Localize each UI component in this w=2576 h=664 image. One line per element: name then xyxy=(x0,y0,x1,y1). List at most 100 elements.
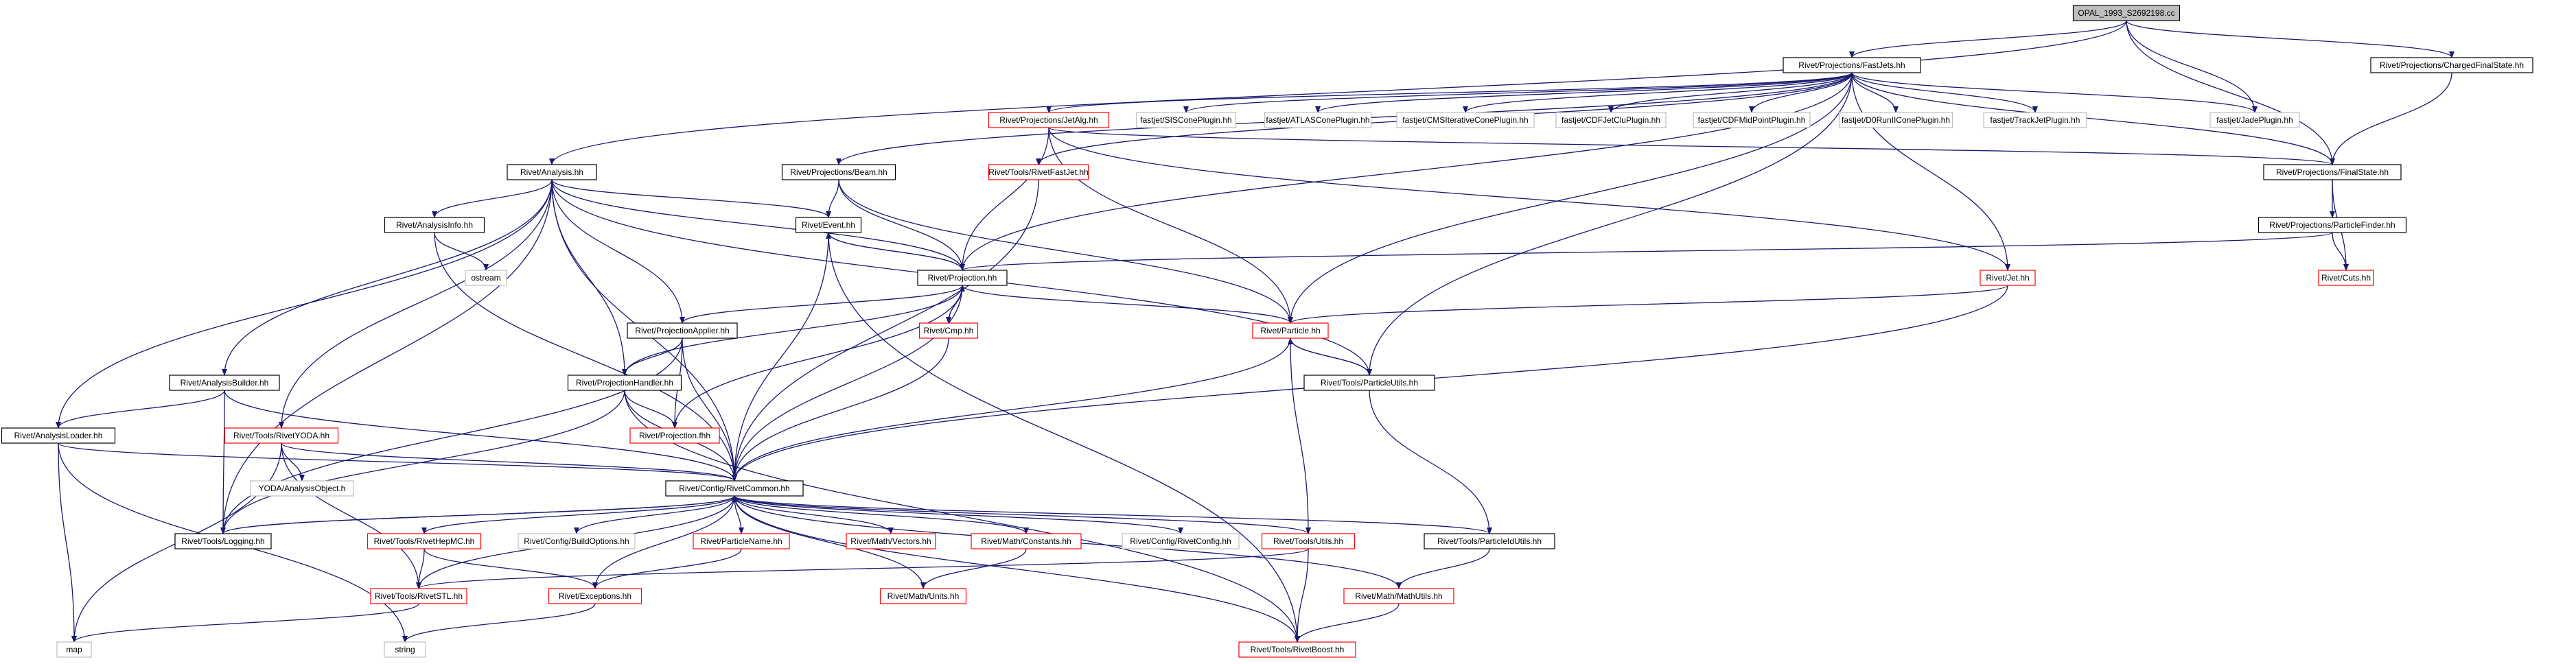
edge-analysis-to-analysisinfo xyxy=(432,179,553,218)
node-fastjets[interactable]: Rivet/Projections/FastJets.hh xyxy=(1783,57,1921,73)
node-logging[interactable]: Rivet/Tools/Logging.hh xyxy=(174,533,272,549)
edge-particleutils-to-particle xyxy=(1288,337,1370,376)
node-vectors[interactable]: Rivet/Math/Vectors.hh xyxy=(846,533,936,549)
edge-projection-to-projapplier xyxy=(680,285,963,324)
edge-projection-to-particle xyxy=(962,285,1293,324)
edge-constants-to-units xyxy=(920,548,1027,589)
node-label: Rivet/Jet.hh xyxy=(1986,273,2029,283)
edge-analysis-to-projapplier xyxy=(551,179,685,324)
node-label: fastjet/D0RunIIConePlugin.hh xyxy=(1842,115,1950,125)
node-beam[interactable]: Rivet/Projections/Beam.hh xyxy=(781,164,896,180)
node-label: Rivet/Cmp.hh xyxy=(924,326,974,335)
node-box xyxy=(1303,375,1435,391)
node-box xyxy=(370,588,467,604)
node-box xyxy=(2209,112,2300,128)
node-root[interactable]: OPAL_1993_S2692198.cc xyxy=(2072,5,2181,21)
node-label: Rivet/Projections/JetAlg.hh xyxy=(999,115,1098,125)
node-d0run: fastjet/D0RunIIConePlugin.hh xyxy=(1838,112,1953,128)
edge-fastjets-to-jade xyxy=(1851,72,2258,113)
node-box xyxy=(384,217,485,233)
node-rivetboost[interactable]: Rivet/Tools/RivetBoost.hh xyxy=(1238,641,1356,658)
node-label: string xyxy=(395,645,415,654)
node-mathutils[interactable]: Rivet/Math/MathUtils.hh xyxy=(1343,588,1454,604)
node-box xyxy=(988,164,1089,180)
node-exceptions[interactable]: Rivet/Exceptions.hh xyxy=(548,588,642,604)
node-label: Rivet/Math/Units.hh xyxy=(887,591,960,601)
edge-rivetcommon-to-rivetconfig xyxy=(734,495,1183,534)
node-label: Rivet/ProjectionApplier.hh xyxy=(635,326,729,335)
node-label: Rivet/AnalysisLoader.hh xyxy=(14,431,103,440)
edge-beam-to-projection xyxy=(838,179,965,271)
node-layer: OPAL_1993_S2692198.ccRivet/Projections/F… xyxy=(1,5,2533,658)
node-label: Rivet/Projections/ChargedFinalState.hh xyxy=(2380,60,2524,70)
node-jet[interactable]: Rivet/Jet.hh xyxy=(1980,270,2036,286)
node-particleidutils[interactable]: Rivet/Tools/ParticleIdUtils.hh xyxy=(1424,533,1555,549)
node-units[interactable]: Rivet/Math/Units.hh xyxy=(879,588,967,604)
edge-root-to-finalstate xyxy=(2126,20,2335,165)
node-box xyxy=(56,641,92,658)
node-analysisloader[interactable]: Rivet/AnalysisLoader.hh xyxy=(1,427,116,444)
node-rivetyoda[interactable]: Rivet/Tools/RivetYODA.hh xyxy=(224,427,339,444)
node-rivetfastjet[interactable]: Rivet/Tools/RivetFastJet.hh xyxy=(988,164,1089,180)
node-box xyxy=(567,375,682,391)
node-analysisinfo[interactable]: Rivet/AnalysisInfo.hh xyxy=(384,217,485,233)
node-event[interactable]: Rivet/Event.hh xyxy=(795,217,862,233)
edge-utils-to-rivetstl xyxy=(416,548,1309,589)
edge-analysis-to-event xyxy=(551,179,831,218)
node-label: Rivet/AnalysisInfo.hh xyxy=(396,220,473,230)
node-trackjet: fastjet/TrackJetPlugin.hh xyxy=(1983,112,2087,128)
node-label: Rivet/Tools/ParticleIdUtils.hh xyxy=(1437,536,1542,546)
node-particleutils[interactable]: Rivet/Tools/ParticleUtils.hh xyxy=(1303,375,1435,391)
node-projhandler[interactable]: Rivet/ProjectionHandler.hh xyxy=(567,375,682,391)
node-box xyxy=(548,588,642,604)
edge-analysis-to-projhandler xyxy=(551,179,627,376)
node-cmp[interactable]: Rivet/Cmp.hh xyxy=(918,322,979,339)
edge-fastjets-to-particle xyxy=(1288,72,1853,324)
node-rivetstl[interactable]: Rivet/Tools/RivetSTL.hh xyxy=(370,588,467,604)
node-projapplier[interactable]: Rivet/ProjectionApplier.hh xyxy=(627,322,738,339)
node-box xyxy=(1238,641,1356,658)
node-jetalg[interactable]: Rivet/Projections/JetAlg.hh xyxy=(988,112,1110,128)
node-particle[interactable]: Rivet/Particle.hh xyxy=(1252,322,1329,339)
node-projfhh[interactable]: Rivet/Projection.fhh xyxy=(629,427,720,444)
node-label: YODA/AnalysisObject.h xyxy=(259,484,346,493)
node-label: Rivet/Cuts.hh xyxy=(2321,273,2371,283)
node-chargedfs[interactable]: Rivet/Projections/ChargedFinalState.hh xyxy=(2370,57,2533,73)
node-rivethepmc[interactable]: Rivet/Tools/RivetHepMC.hh xyxy=(367,533,482,549)
node-cuts[interactable]: Rivet/Cuts.hh xyxy=(2318,270,2374,286)
node-constants[interactable]: Rivet/Math/Constants.hh xyxy=(971,533,1082,549)
node-box xyxy=(1261,533,1356,549)
node-label: Rivet/Math/Constants.hh xyxy=(981,536,1071,546)
node-label: Rivet/Projections/FastJets.hh xyxy=(1798,60,1905,70)
node-projection[interactable]: Rivet/Projection.hh xyxy=(917,270,1008,286)
edge-fastjets-to-projection xyxy=(960,72,1853,271)
edge-fastjets-to-jetalg xyxy=(1046,72,1853,113)
node-label: fastjet/CDFMidPointPlugin.hh xyxy=(1698,115,1806,125)
node-utils[interactable]: Rivet/Tools/Utils.hh xyxy=(1261,533,1356,549)
node-box xyxy=(629,427,720,444)
edge-fastjets-to-particleutils xyxy=(1367,72,1853,376)
node-analysis[interactable]: Rivet/Analysis.hh xyxy=(507,164,597,180)
edge-jetalg-to-projection xyxy=(960,127,1049,271)
edge-rivetcommon-to-buildoptions xyxy=(574,495,735,534)
edge-particlename-to-exceptions xyxy=(592,548,742,589)
edge-analysis-to-analysisbuilder xyxy=(222,179,553,376)
node-yodaobj: YODA/AnalysisObject.h xyxy=(250,480,354,497)
node-particlename[interactable]: Rivet/ParticleName.hh xyxy=(693,533,790,549)
edge-jetalg-to-jet xyxy=(1048,127,2010,271)
node-label: Rivet/Tools/RivetYODA.hh xyxy=(233,431,329,440)
node-analysisbuilder[interactable]: Rivet/AnalysisBuilder.hh xyxy=(169,375,280,391)
node-finalstate[interactable]: Rivet/Projections/FinalState.hh xyxy=(2263,164,2402,180)
node-box xyxy=(169,375,280,391)
node-box xyxy=(2072,5,2181,21)
node-label: Rivet/Config/RivetConfig.hh xyxy=(1130,536,1231,546)
edge-analysisinfo-to-ostream xyxy=(434,232,489,271)
node-label: Rivet/Math/Vectors.hh xyxy=(850,536,931,546)
edge-projection-to-projhandler xyxy=(622,285,963,376)
node-particlefinder[interactable]: Rivet/Projections/ParticleFinder.hh xyxy=(2258,217,2407,233)
node-box xyxy=(665,480,804,497)
node-label: Rivet/Tools/RivetFastJet.hh xyxy=(988,167,1088,177)
node-rivetcommon[interactable]: Rivet/Config/RivetCommon.hh xyxy=(665,480,804,497)
node-box xyxy=(1838,112,1953,128)
